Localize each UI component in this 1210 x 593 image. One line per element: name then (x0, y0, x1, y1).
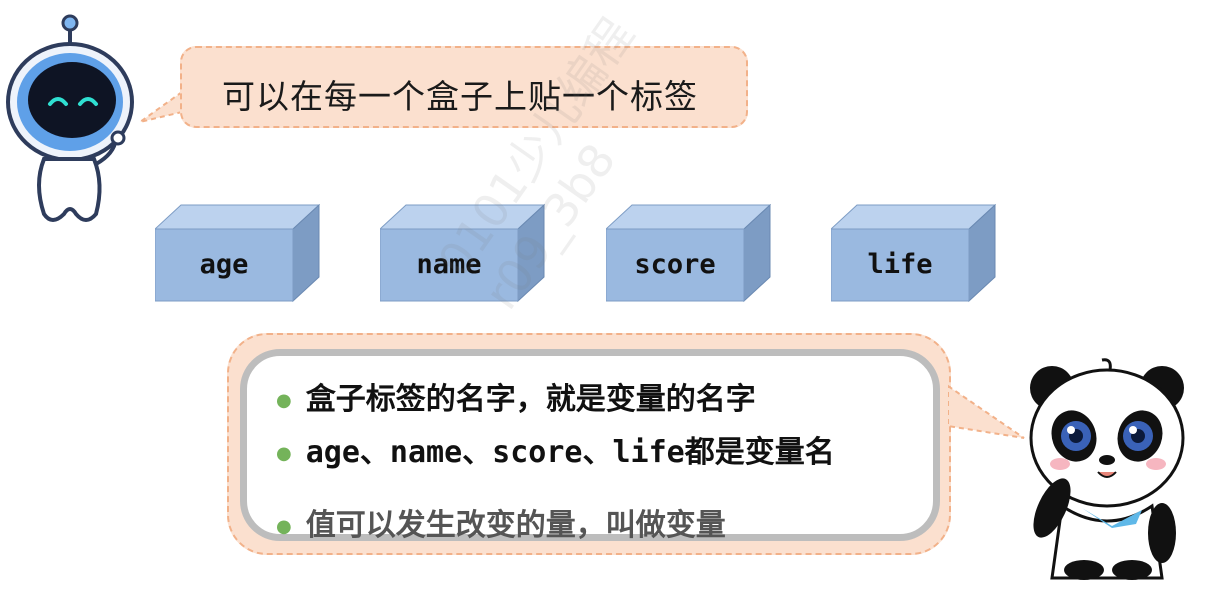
bullet-dot-icon: ● (276, 390, 292, 411)
box-label: age (199, 249, 249, 280)
top-bubble-text: 可以在每一个盒子上贴一个标签 (222, 77, 698, 116)
robot-mascot-icon (6, 14, 134, 222)
bullet-item: ● age、name、score、life都是变量名 (276, 427, 835, 471)
bullet-item: ● 值可以发生改变的量，叫做变量 (276, 500, 726, 544)
variable-box-score: score (606, 203, 771, 303)
speech-bubble-tail (948, 384, 1025, 439)
bullet-text: 都是变量名 (684, 435, 835, 470)
bullet-code: age、name、score、life (305, 435, 685, 470)
variable-box-life: life (831, 203, 996, 303)
box-label: score (634, 249, 716, 280)
bullet-item: ● 盒子标签的名字，就是变量的名字 (276, 374, 756, 418)
panda-mascot-icon (1029, 358, 1185, 580)
bullet-dot-icon: ● (276, 443, 292, 464)
box-label: name (416, 249, 482, 280)
bullet-text: 盒子标签的名字，就是变量的名字 (305, 382, 756, 417)
bullet-dot-icon: ● (276, 516, 292, 537)
box-label: life (867, 249, 933, 280)
speech-bubble-tail (139, 90, 183, 123)
bullet-text: 值可以发生改变的量，叫做变量 (305, 508, 726, 543)
bottom-bubble-content (240, 349, 940, 541)
variable-box-name: name (380, 203, 545, 303)
top-speech-bubble (180, 46, 748, 128)
variable-box-age: age (155, 203, 320, 303)
